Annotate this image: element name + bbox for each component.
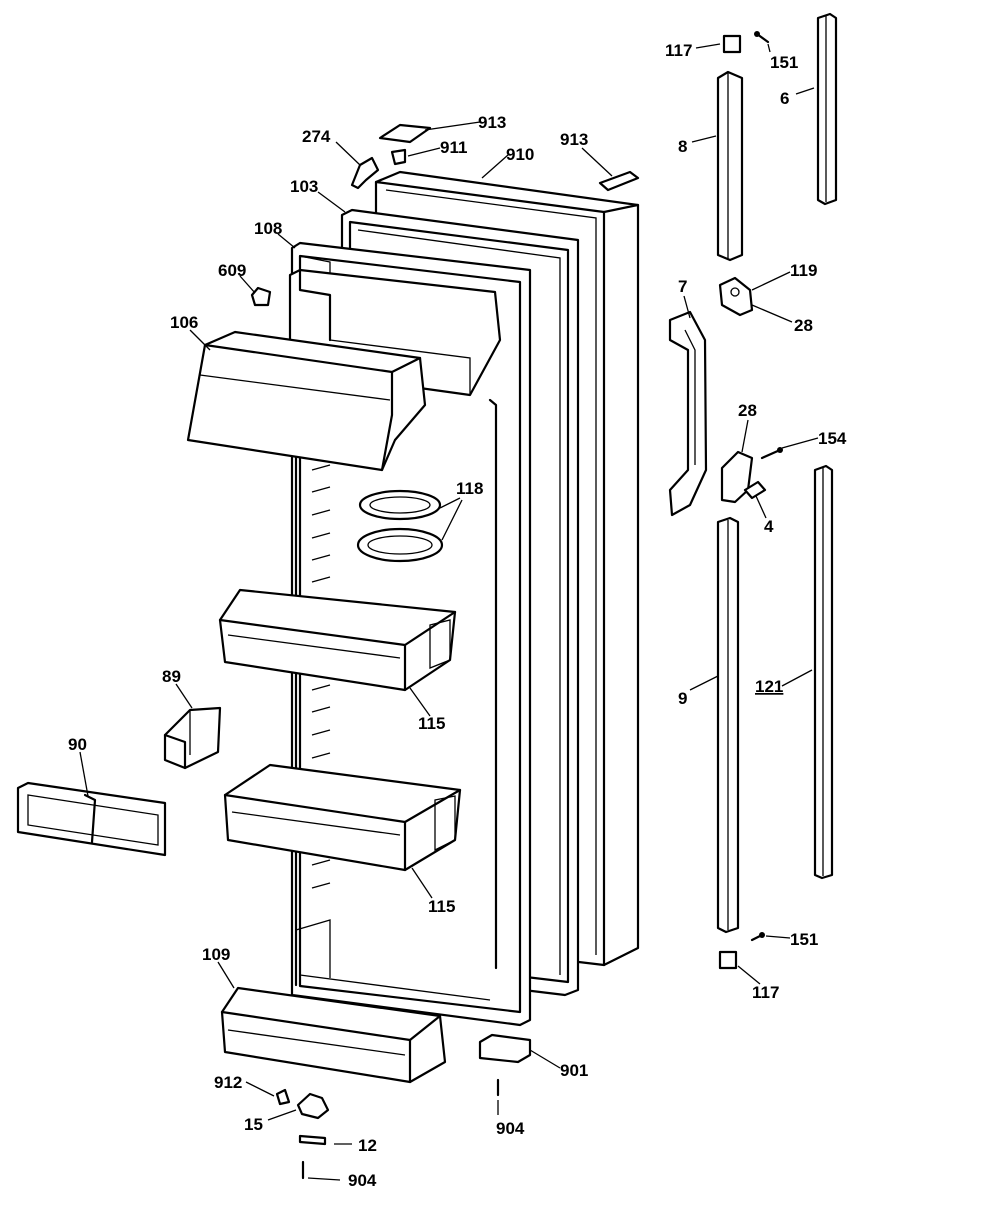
- label-108: 108: [254, 219, 282, 238]
- label-911: 911: [440, 138, 467, 157]
- dairy-door-106: [186, 330, 427, 472]
- label-115-lower: 115: [428, 897, 455, 916]
- label-8: 8: [678, 137, 687, 156]
- label-912: 912: [214, 1073, 242, 1092]
- label-904-top: 904: [496, 1119, 525, 1138]
- egg-tray-118: [356, 489, 444, 563]
- part-12: [298, 1134, 327, 1146]
- cover-90: [16, 781, 167, 857]
- bin-89: [163, 706, 222, 770]
- label-12: 12: [358, 1136, 377, 1155]
- part-913-top: [378, 123, 432, 144]
- label-118: 118: [456, 479, 483, 498]
- label-117-bottom: 117: [752, 983, 779, 1002]
- label-154: 154: [818, 429, 847, 448]
- label-115-upper: 115: [418, 714, 445, 733]
- label-119: 119: [790, 261, 817, 280]
- part-901: [478, 1033, 532, 1064]
- label-6: 6: [780, 89, 789, 108]
- label-904-bottom: 904: [348, 1171, 377, 1190]
- label-9: 9: [678, 689, 687, 708]
- trim-9: [716, 516, 740, 934]
- label-121: 121: [755, 677, 783, 696]
- label-901: 901: [560, 1061, 588, 1080]
- label-274: 274: [302, 127, 331, 146]
- label-89: 89: [162, 667, 181, 686]
- label-913-top: 913: [478, 113, 506, 132]
- label-103: 103: [290, 177, 318, 196]
- label-4: 4: [764, 517, 774, 536]
- part-117-top: [722, 34, 742, 54]
- part-15: [296, 1092, 330, 1120]
- label-609: 609: [218, 261, 246, 280]
- trim-121: [813, 464, 834, 880]
- hinge-28-top: [718, 276, 754, 317]
- handle-7: [668, 310, 708, 517]
- part-912: [275, 1088, 291, 1106]
- shelf-115-upper: [218, 588, 457, 692]
- label-913-right: 913: [560, 130, 588, 149]
- label-90: 90: [68, 735, 87, 754]
- screw-154: [760, 447, 783, 460]
- label-28-top: 28: [794, 316, 813, 335]
- label-117-top: 117: [665, 41, 692, 60]
- label-106: 106: [170, 313, 198, 332]
- hinge-28-bottom: [720, 450, 767, 504]
- trim-6: [816, 12, 838, 206]
- label-7: 7: [678, 277, 687, 296]
- screw-151-top: [754, 31, 770, 44]
- liner-ribs: [311, 464, 331, 889]
- leader-lines: [79, 43, 819, 1181]
- part-609: [250, 286, 272, 307]
- label-15: 15: [244, 1115, 263, 1134]
- door-bin-109: [220, 986, 447, 1084]
- label-151-bottom: 151: [790, 930, 818, 949]
- label-151-top: 151: [770, 53, 798, 72]
- part-labels: 117 151 6 913 274 911 910 913 8 103 108 …: [68, 41, 847, 1190]
- label-109: 109: [202, 945, 230, 964]
- handle-trim-8: [716, 70, 744, 262]
- part-274: [350, 156, 380, 190]
- screw-151-bottom: [750, 932, 765, 942]
- label-28-bottom: 28: [738, 401, 757, 420]
- part-911: [390, 148, 407, 166]
- label-910: 910: [506, 145, 534, 164]
- part-117-bottom: [718, 950, 738, 970]
- part-913-right: [598, 170, 640, 192]
- shelf-115-lower: [223, 763, 462, 872]
